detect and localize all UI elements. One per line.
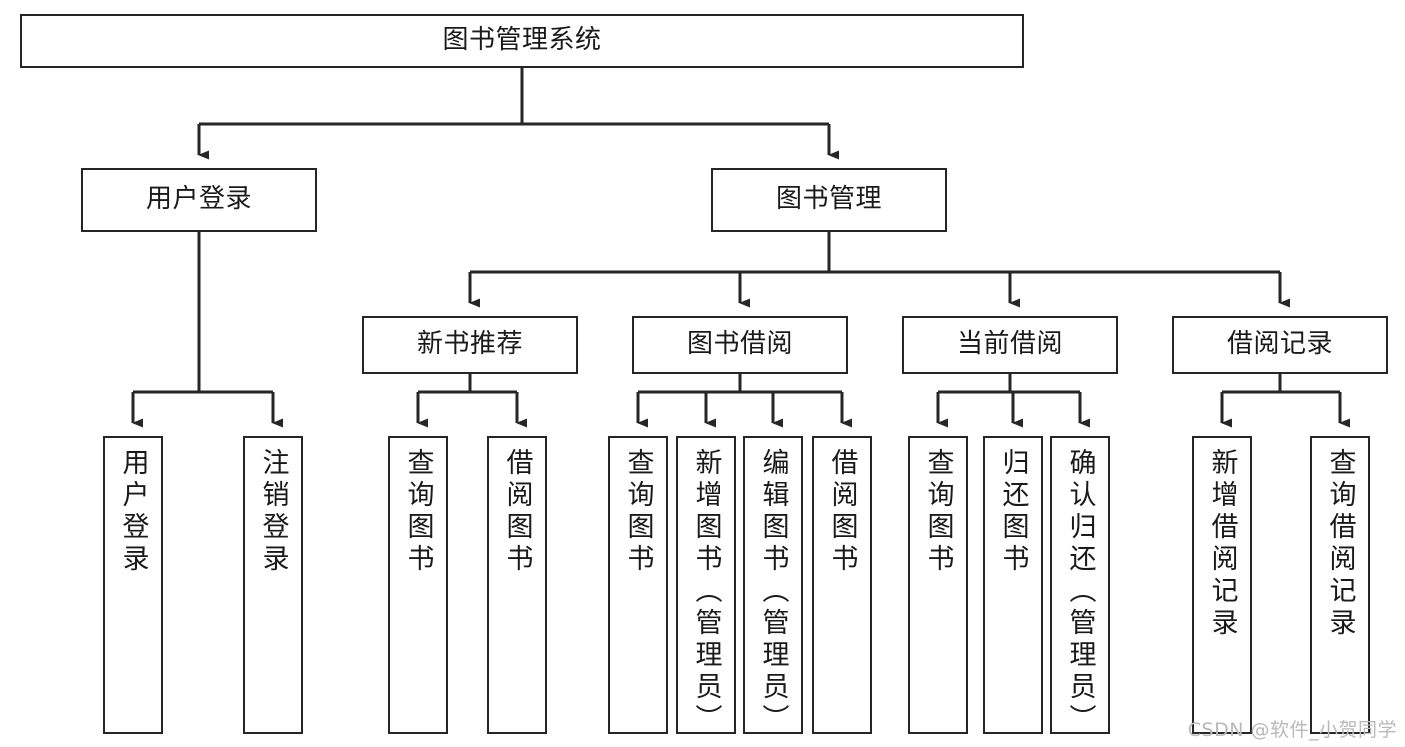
node-leaf-new-1[interactable]: 查询图书 — [388, 436, 448, 734]
node-label: 新书推荐 — [416, 329, 523, 360]
node-label: 当前借阅 — [956, 329, 1063, 360]
node-leaf-rec-2[interactable]: 查询借阅记录 — [1310, 436, 1370, 734]
node-login[interactable]: 用户登录 — [81, 168, 317, 232]
node-label: 用户登录 — [145, 184, 252, 215]
node-current[interactable]: 当前借阅 — [902, 316, 1118, 374]
node-leaf-cur-1[interactable]: 查询图书 — [908, 436, 968, 734]
node-leaf-bor-3[interactable]: 编辑图书（管理员） — [743, 436, 803, 736]
node-newbook[interactable]: 新书推荐 — [362, 316, 578, 374]
node-label: 图书借阅 — [686, 329, 793, 360]
node-label: 归还图书 — [997, 448, 1029, 576]
node-leaf-new-2[interactable]: 借阅图书 — [487, 436, 547, 734]
node-records[interactable]: 借阅记录 — [1172, 316, 1388, 374]
node-label: 查询图书 — [922, 448, 954, 576]
node-leaf-login-2[interactable]: 注销登录 — [243, 436, 303, 734]
node-label: 用户登录 — [117, 448, 149, 576]
node-label: 借阅图书 — [826, 448, 858, 576]
watermark: CSDN @软件_小贺同学 — [1187, 719, 1397, 741]
node-label: 编辑图书（管理员） — [757, 448, 789, 736]
node-label: 借阅图书 — [501, 448, 533, 576]
node-label: 借阅记录 — [1226, 329, 1333, 360]
node-label: 查询图书 — [622, 448, 654, 576]
node-label: 图书管理 — [775, 184, 882, 215]
node-leaf-bor-2[interactable]: 新增图书（管理员） — [676, 436, 736, 736]
node-label: 图书管理系统 — [442, 25, 602, 56]
node-label: 新增图书（管理员） — [690, 448, 722, 736]
node-label: 确认归还（管理员） — [1064, 448, 1096, 736]
node-label: 新增借阅记录 — [1206, 448, 1238, 640]
node-label: 查询借阅记录 — [1324, 448, 1356, 640]
node-leaf-rec-1[interactable]: 新增借阅记录 — [1192, 436, 1252, 734]
node-borrow[interactable]: 图书借阅 — [632, 316, 848, 374]
node-label: 注销登录 — [257, 448, 289, 576]
node-leaf-login-1[interactable]: 用户登录 — [103, 436, 163, 734]
node-label: 查询图书 — [402, 448, 434, 576]
node-leaf-bor-4[interactable]: 借阅图书 — [812, 436, 872, 734]
node-bookmgmt[interactable]: 图书管理 — [711, 168, 947, 232]
node-leaf-bor-1[interactable]: 查询图书 — [608, 436, 668, 734]
node-root[interactable]: 图书管理系统 — [20, 14, 1024, 68]
node-leaf-cur-3[interactable]: 确认归还（管理员） — [1050, 436, 1110, 736]
node-leaf-cur-2[interactable]: 归还图书 — [983, 436, 1043, 734]
